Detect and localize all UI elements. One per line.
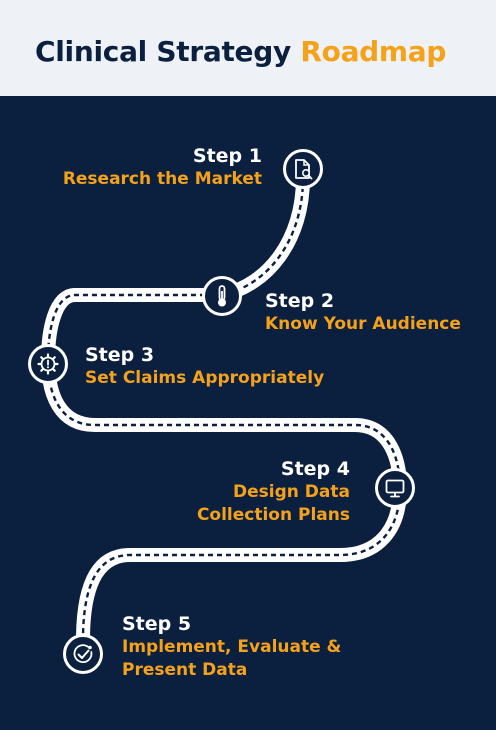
step-number: Step 1 (192, 145, 262, 167)
step-number: Step 4 (280, 458, 350, 480)
step-5: Step 5 Implement, Evaluate & Present Dat… (122, 613, 341, 682)
step-1: Step 1 Research the Market (63, 145, 262, 191)
step-number: Step 3 (85, 344, 155, 366)
monitor-icon (375, 468, 415, 508)
title-accent: Roadmap (300, 35, 447, 68)
check-target-icon (63, 634, 103, 674)
thermometer-icon (202, 276, 242, 316)
step-label: Set Claims Appropriately (85, 368, 325, 388)
step-label: Know Your Audience (265, 314, 461, 334)
header: Clinical Strategy Roadmap (0, 0, 496, 96)
step-number: Step 2 (265, 290, 335, 312)
step-label-line-1: Implement, Evaluate & (122, 637, 342, 657)
step-label-line-2: Collection Plans (196, 505, 350, 525)
step-2: Step 2 Know Your Audience (265, 290, 461, 336)
step-4: Step 4 Design Data Collection Plans (197, 458, 350, 527)
step-label-line-1: Design Data (233, 482, 350, 502)
step-label: Research the Market (62, 169, 262, 189)
step-label-line-2: Present Data (122, 660, 248, 680)
title-main: Clinical Strategy (35, 35, 291, 68)
step-3: Step 3 Set Claims Appropriately (85, 344, 324, 390)
gear-alert-icon (28, 344, 68, 384)
document-search-icon (283, 149, 323, 189)
step-number: Step 5 (122, 613, 192, 635)
page-title: Clinical Strategy Roadmap (35, 35, 446, 68)
